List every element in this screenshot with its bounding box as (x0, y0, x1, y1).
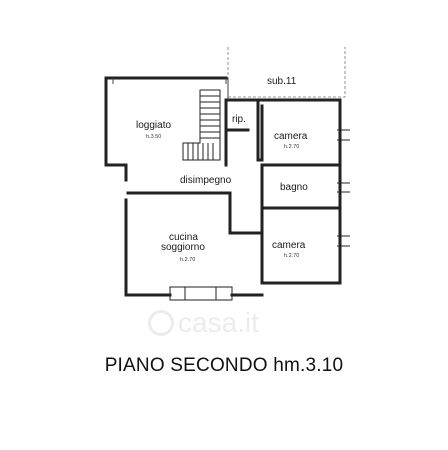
adjacent-unit-label: sub.11 (267, 76, 297, 87)
room-height-camera-1: h.2.70 (284, 144, 299, 150)
staircase (182, 89, 221, 161)
room-label-camera-1: camera (274, 131, 308, 142)
watermark: casa.it (148, 303, 308, 343)
room-label-loggiato: loggiato (136, 120, 171, 131)
watermark-text: casa.it (178, 307, 259, 338)
room-label-camera-2: camera (272, 240, 306, 251)
room-height-camera-2: h.2.70 (284, 253, 299, 259)
floor-title: PIANO SECONDO hm.3.10 (104, 355, 344, 376)
room-label-soggiorno: soggiorno (161, 242, 205, 253)
thin-walls (112, 78, 229, 100)
room-label-disimpegno: disimpegno (180, 175, 232, 186)
adjacent-unit-boundary (227, 47, 346, 98)
walls (104, 76, 342, 297)
room-label-bagno: bagno (280, 182, 308, 193)
windows (169, 129, 350, 301)
room-height-cucina: h.2.70 (180, 257, 195, 263)
room-label-cucina: cucina (169, 232, 198, 243)
house-icon (148, 310, 174, 336)
room-label-ripostiglio: rip. (232, 114, 246, 125)
room-height-loggiato: h.3.50 (146, 134, 161, 140)
